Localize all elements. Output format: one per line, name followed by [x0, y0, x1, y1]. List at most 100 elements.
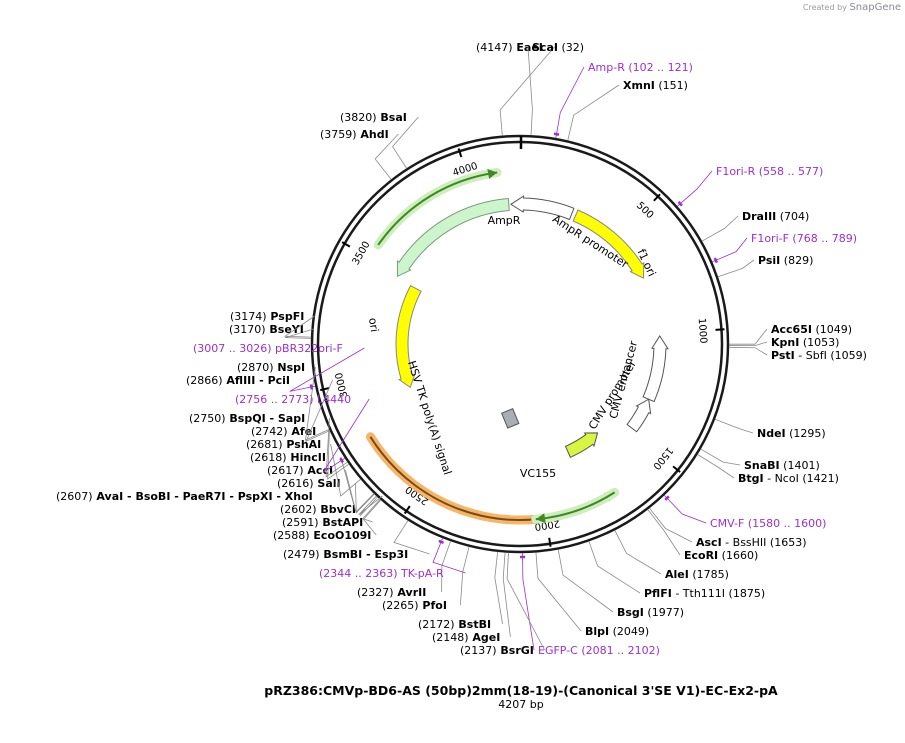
site-label[interactable]: PsiI (829): [758, 254, 813, 267]
primer-label[interactable]: (2344 .. 2363) TK-pA-R: [319, 567, 444, 580]
tick-mark: [320, 387, 330, 392]
site-label[interactable]: (2870) NspI: [237, 361, 305, 374]
site-label[interactable]: (2742) AfeI: [251, 425, 316, 438]
site-label[interactable]: (3174) PspFI: [230, 310, 304, 323]
tick-label: 3500: [351, 240, 373, 268]
site-leader: [701, 215, 739, 242]
site-leader: [728, 341, 768, 347]
primer-label[interactable]: CMV-F (1580 .. 1600): [710, 517, 826, 530]
feature-vc155[interactable]: [564, 432, 599, 458]
site-label[interactable]: EcoRI (1660): [684, 549, 758, 562]
feature-hsv-tk-poly-a-signal[interactable]: [500, 408, 520, 429]
site-leader: [588, 541, 641, 594]
site-label[interactable]: (3820) BsaI: [340, 111, 407, 124]
site-label[interactable]: KpnI (1053): [771, 336, 839, 349]
site-label[interactable]: (3170) BseYI: [229, 323, 304, 336]
tick-label: 1000: [696, 318, 709, 344]
tick-label: 500: [634, 200, 655, 221]
site-label[interactable]: (2750) BspQI - SapI: [189, 412, 305, 425]
primer-leader: [289, 347, 365, 392]
site-leader: [362, 499, 381, 523]
site-label[interactable]: AscI - BssHII (1653): [696, 536, 807, 549]
site-label[interactable]: (4147) EaeI: [476, 41, 543, 54]
site-label[interactable]: (2588) EcoO109I: [273, 529, 371, 542]
site-label[interactable]: SnaBI (1401): [744, 459, 820, 472]
primer-label[interactable]: Amp-R (102 .. 121): [588, 61, 693, 74]
feature-label-vc155: VC155: [520, 467, 556, 480]
overlay-arrow: [535, 513, 546, 524]
site-label[interactable]: (2148) AgeI: [432, 631, 500, 644]
site-label[interactable]: (2327) AvrII: [357, 586, 426, 599]
site-leader: [728, 328, 768, 345]
site-label[interactable]: XmnI (151): [623, 79, 688, 92]
feature-ampr[interactable]: [396, 197, 510, 278]
site-label[interactable]: BsgI (1977): [617, 606, 684, 619]
site-label[interactable]: AleI (1785): [665, 568, 729, 581]
primer-label[interactable]: F1ori-R (558 .. 577): [716, 165, 823, 178]
primer-leader: [322, 398, 370, 473]
primer-label[interactable]: (3007 .. 3026) pBR322ori-F: [193, 342, 343, 355]
primer-label[interactable]: EGFP-C (2081 .. 2102): [538, 644, 660, 657]
site-label[interactable]: (2591) BstAPI: [282, 516, 363, 529]
primer-leader: [663, 494, 707, 524]
site-leader: [649, 507, 693, 543]
primer-label[interactable]: F1ori-F (768 .. 789): [751, 232, 857, 245]
site-leader: [728, 346, 768, 356]
feature-label-hsv-tk-poly-a-signal: HSV TK poly(A) signal: [405, 359, 454, 476]
site-leader: [506, 552, 545, 651]
feature-ori[interactable]: [395, 284, 422, 389]
overlay-arrow: [487, 169, 498, 179]
site-label[interactable]: Acc65I (1049): [771, 323, 852, 336]
site-leader: [284, 328, 314, 339]
site-label[interactable]: (2265) PfoI: [382, 599, 447, 612]
primer-leader: [677, 170, 713, 207]
site-label[interactable]: (2617) AccI: [267, 464, 333, 477]
feature-cmv-enhancer[interactable]: [642, 335, 669, 403]
site-label[interactable]: (2479) BsmBI - Esp3I: [283, 548, 408, 561]
site-label[interactable]: (2616) SalI: [277, 477, 341, 490]
site-label[interactable]: BlpI (2049): [585, 625, 649, 638]
site-label[interactable]: (3759) AhdI: [320, 128, 389, 141]
site-leader: [614, 530, 662, 575]
site-label[interactable]: NdeI (1295): [757, 427, 826, 440]
primer-mark: [713, 257, 719, 264]
site-leader: [305, 379, 333, 443]
site-leader: [647, 509, 681, 556]
site-label[interactable]: (2681) PshAI: [246, 438, 321, 451]
site-leader: [393, 520, 430, 555]
site-label[interactable]: (2172) BstBI: [418, 618, 491, 631]
site-label[interactable]: ScaI (32): [532, 41, 584, 54]
site-label[interactable]: DraIII (704): [742, 210, 809, 223]
primer-leader: [712, 237, 748, 263]
primer-leader: [432, 538, 466, 574]
site-label[interactable]: PflFI - Tth111I (1875): [644, 587, 765, 600]
watermark-prefix: Created by: [802, 3, 847, 12]
site-label[interactable]: (2866) AflIII - PciI: [186, 374, 290, 387]
site-leader: [494, 551, 503, 625]
site-leader: [325, 417, 348, 478]
site-label[interactable]: (2618) HincII: [250, 451, 326, 464]
overlay-line: [377, 171, 498, 246]
site-leader: [340, 456, 375, 513]
site-leader: [460, 546, 470, 606]
site-label[interactable]: (2602) BbvCI: [280, 503, 356, 516]
feature-label-ampr: AmpR: [488, 214, 521, 227]
primer-leader: [522, 552, 535, 651]
site-leader: [567, 84, 620, 141]
primer-label[interactable]: (2756 .. 2773) L4440: [235, 393, 351, 406]
site-leader: [502, 552, 511, 638]
feature-ampr-promoter[interactable]: [509, 195, 575, 221]
site-leader: [717, 259, 755, 278]
feature-f1-ori[interactable]: [572, 209, 645, 279]
feature-cmv-promoter[interactable]: [626, 398, 652, 433]
site-leader: [374, 133, 399, 180]
site-leader: [535, 552, 582, 632]
snapgene-watermark: Created by SnapGene: [803, 2, 901, 13]
site-label[interactable]: (2607) AvaI - BsoBI - PaeR7I - PspXI - X…: [56, 490, 313, 503]
site-leader: [283, 315, 315, 338]
site-label[interactable]: (2137) BsrGI: [460, 644, 534, 657]
site-leader: [697, 454, 735, 479]
site-label[interactable]: PstI - SbfI (1059): [771, 349, 867, 362]
site-label[interactable]: BtgI - NcoI (1421): [738, 472, 839, 485]
tick-mark: [715, 328, 725, 331]
